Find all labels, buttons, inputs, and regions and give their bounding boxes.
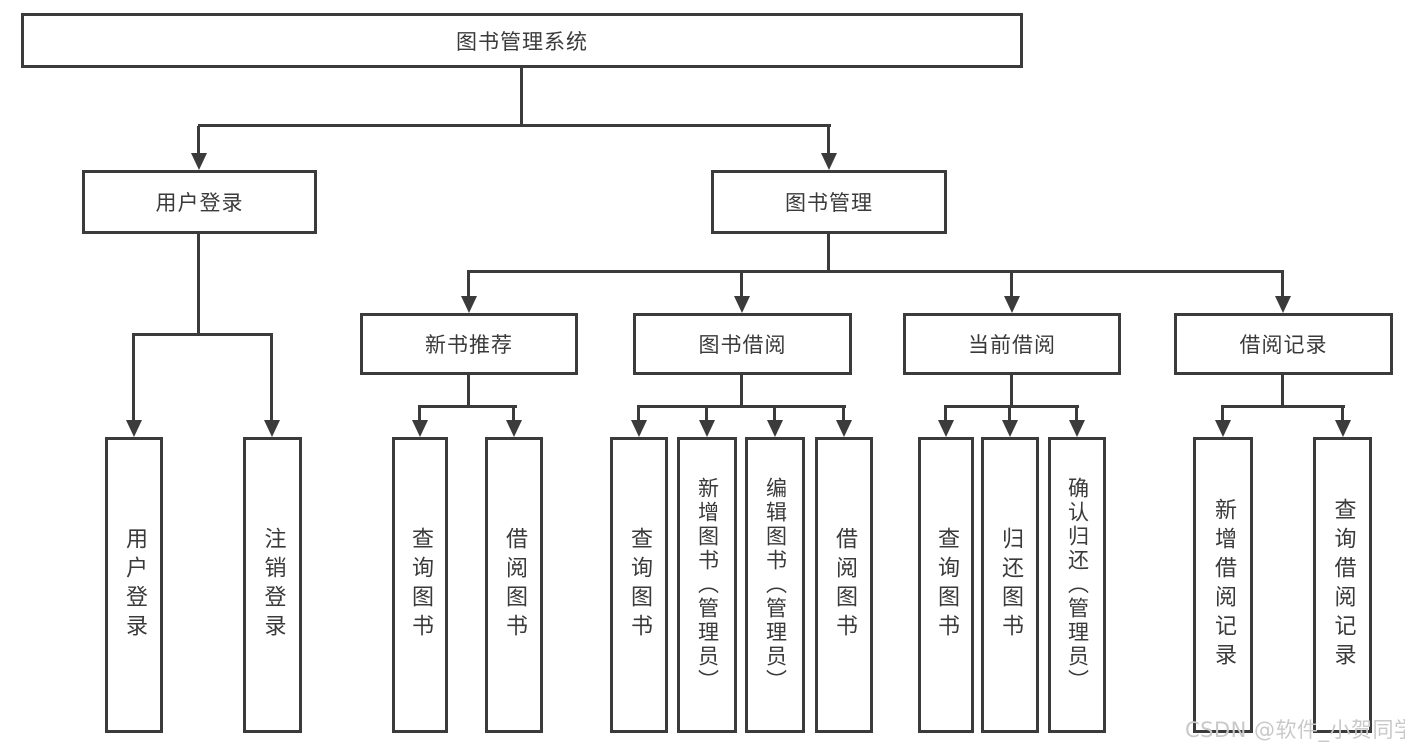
arrow-down-icon [631, 420, 647, 437]
connector-line [1010, 273, 1013, 299]
connector-line [132, 336, 135, 423]
connector-line [1341, 405, 1344, 423]
connector-line [512, 405, 515, 423]
leaf-query-book-3-label: 查询图书 [934, 527, 959, 643]
leaf-query-book-1: 查询图书 [392, 437, 448, 733]
connector-line [467, 273, 470, 299]
arrow-down-icon [699, 420, 715, 437]
connector-line [467, 375, 470, 408]
leaf-return-book: 归还图书 [981, 437, 1039, 733]
node-root: 图书管理系统 [21, 13, 1023, 68]
arrow-down-icon [506, 420, 522, 437]
arrow-down-icon [836, 420, 852, 437]
leaf-borrow-book-2: 借阅图书 [815, 437, 873, 733]
leaf-edit-book-admin: 编辑图书（管理员） [745, 437, 805, 733]
leaf-query-book-3: 查询图书 [918, 437, 974, 733]
connector-line [1010, 375, 1013, 408]
arrow-down-icon [412, 420, 428, 437]
connector-line [740, 273, 743, 299]
node-borrow-record: 借阅记录 [1174, 313, 1393, 375]
node-borrow-record-label: 借阅记录 [1239, 333, 1328, 357]
connector-line [1281, 375, 1284, 408]
node-root-label: 图书管理系统 [456, 29, 588, 54]
node-book-borrow-label: 图书借阅 [698, 333, 787, 357]
arrow-down-icon [191, 153, 207, 170]
connector-line [1075, 405, 1078, 423]
leaf-borrow-book-1-label: 借阅图书 [502, 527, 527, 643]
connector-line [637, 405, 640, 423]
connector-line [827, 126, 830, 156]
arrow-down-icon [938, 420, 954, 437]
arrow-down-icon [1069, 420, 1085, 437]
connector-line [1008, 405, 1011, 423]
leaf-query-borrow-record: 查询借阅记录 [1313, 437, 1372, 733]
arrow-down-icon [1004, 296, 1020, 313]
leaf-borrow-book-1: 借阅图书 [485, 437, 543, 733]
connector-line [1221, 405, 1345, 408]
connector-line [773, 405, 776, 423]
connector-line [740, 375, 743, 408]
node-new-book-recommend-label: 新书推荐 [425, 333, 513, 357]
node-current-borrow-label: 当前借阅 [968, 333, 1056, 357]
leaf-query-borrow-record-label: 查询借阅记录 [1330, 498, 1356, 672]
connector-line [842, 405, 845, 423]
connector-line [827, 234, 830, 273]
leaf-add-borrow-record-label: 新增借阅记录 [1211, 498, 1236, 672]
connector-line [418, 405, 517, 408]
leaf-add-book-admin: 新增图书（管理员） [677, 437, 737, 733]
leaf-query-book-2-label: 查询图书 [627, 527, 652, 643]
leaf-user-login: 用户登录 [105, 437, 163, 733]
arrow-down-icon [264, 420, 280, 437]
node-user-login: 用户登录 [82, 170, 317, 234]
arrow-down-icon [126, 420, 142, 437]
leaf-add-borrow-record: 新增借阅记录 [1193, 437, 1253, 733]
arrow-down-icon [1002, 420, 1018, 437]
leaf-logout-label: 注销登录 [260, 527, 286, 643]
leaf-query-book-1-label: 查询图书 [408, 527, 433, 643]
connector-line [197, 126, 200, 156]
connector-line [520, 68, 523, 126]
csdn-watermark: CSDN @软件_小贺同学 [1185, 718, 1405, 742]
connector-line [270, 336, 273, 423]
node-current-borrow: 当前借阅 [903, 313, 1121, 375]
connector-line [637, 405, 846, 408]
leaf-query-book-2: 查询图书 [610, 437, 668, 733]
node-new-book-recommend: 新书推荐 [360, 313, 578, 375]
arrow-down-icon [821, 153, 837, 170]
leaf-confirm-return-admin-label: 确认归还（管理员） [1065, 477, 1090, 693]
arrow-down-icon [1215, 420, 1231, 437]
node-user-login-label: 用户登录 [155, 191, 244, 215]
connector-line [467, 270, 1284, 273]
leaf-edit-book-admin-label: 编辑图书（管理员） [763, 477, 788, 693]
node-book-management-label: 图书管理 [785, 191, 873, 215]
node-book-management: 图书管理 [711, 170, 947, 234]
arrow-down-icon [1335, 420, 1351, 437]
connector-line [132, 333, 273, 336]
connector-line [418, 405, 421, 423]
node-book-borrow: 图书借阅 [633, 313, 852, 375]
leaf-borrow-book-2-label: 借阅图书 [832, 527, 857, 643]
leaf-confirm-return-admin: 确认归还（管理员） [1048, 437, 1106, 733]
leaf-return-book-label: 归还图书 [998, 527, 1023, 643]
connector-line [198, 124, 831, 127]
arrow-down-icon [767, 420, 783, 437]
arrow-down-icon [461, 296, 477, 313]
leaf-add-book-admin-label: 新增图书（管理员） [695, 477, 720, 693]
connector-line [1221, 405, 1224, 423]
leaf-user-login-label: 用户登录 [122, 527, 147, 643]
connector-line [944, 405, 947, 423]
leaf-logout: 注销登录 [243, 437, 302, 733]
arrow-down-icon [734, 296, 750, 313]
connector-line [197, 234, 200, 336]
connector-line [705, 405, 708, 423]
arrow-down-icon [1275, 296, 1291, 313]
connector-line [944, 405, 1079, 408]
connector-line [1281, 273, 1284, 299]
